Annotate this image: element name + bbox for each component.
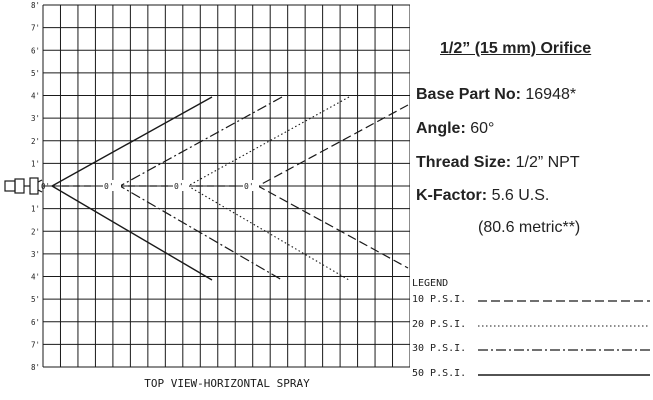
y-tick-label: 6' bbox=[31, 318, 40, 327]
legend-item-10-psi: 10 P.S.I. bbox=[412, 294, 653, 308]
y-tick-label: 0' bbox=[41, 182, 50, 191]
k-factor-metric: (80.6 metric**) bbox=[478, 219, 581, 236]
base-part-label: Base Part No: bbox=[416, 86, 521, 103]
legend-item-20-psi: 20 P.S.I. bbox=[412, 319, 653, 333]
zero-label-10-psi: 0' bbox=[244, 182, 254, 191]
k-factor-value: 5.6 U.S. bbox=[491, 187, 550, 204]
k-factor-row: K-Factor: 5.6 U.S. bbox=[416, 187, 549, 205]
spray-nozzle-icon bbox=[4, 177, 43, 195]
thread-size-row: Thread Size: 1/2” NPT bbox=[416, 154, 580, 172]
legend-label: 50 P.S.I. bbox=[412, 368, 467, 379]
y-tick-label: 8' bbox=[31, 1, 40, 10]
legend-swatch-dotted bbox=[478, 325, 650, 327]
legend-swatch-dashed bbox=[478, 300, 650, 302]
legend-title: LEGEND bbox=[412, 278, 449, 289]
angle-label: Angle: bbox=[416, 120, 466, 137]
y-tick-label: 7' bbox=[31, 340, 40, 349]
legend-label: 30 P.S.I. bbox=[412, 343, 467, 354]
spray-50-psi-line bbox=[50, 96, 213, 281]
y-tick-label: 3' bbox=[31, 250, 40, 259]
y-tick-label: 3' bbox=[31, 114, 40, 123]
spray-pattern-diagram: 8' 7' 6' 5' 4' 3' 2' 1' 0' 1' 2' 3' 4' 5' 6' 7' 8' 0' 0'… bbox=[4, 1, 410, 390]
y-tick-label: 1' bbox=[31, 205, 40, 214]
y-tick-label: 5' bbox=[31, 69, 40, 78]
base-part-row: Base Part No: 16948* bbox=[416, 86, 576, 104]
k-factor-label: K-Factor: bbox=[416, 187, 488, 204]
legend-swatch-solid bbox=[478, 374, 650, 376]
y-tick-label: 2' bbox=[31, 137, 40, 146]
y-tick-label: 4' bbox=[31, 273, 40, 282]
legend-item-50-psi: 50 P.S.I. bbox=[412, 368, 653, 382]
legend: LEGEND 10 P.S.I. 20 P.S.I. 30 P.S.I. 50 … bbox=[412, 278, 653, 379]
y-tick-label: 1' bbox=[31, 159, 40, 168]
thread-size-label: Thread Size: bbox=[416, 154, 512, 171]
diagram-caption: TOP VIEW-HORIZONTAL SPRAY bbox=[144, 377, 310, 390]
orifice-title: 1/2” (15 mm) Orifice bbox=[440, 40, 592, 57]
y-axis-tick-labels: 8' 7' 6' 5' 4' 3' 2' 1' 0' 1' 2' 3' 4' 5' 6' 7' 8' bbox=[31, 1, 50, 372]
y-tick-label: 8' bbox=[31, 363, 40, 372]
angle-row: Angle: 60° bbox=[416, 120, 494, 138]
legend-swatch-dash-dot bbox=[478, 349, 650, 351]
y-tick-label: 5' bbox=[31, 295, 40, 304]
zero-label-20-psi: 0' bbox=[174, 182, 184, 191]
angle-value: 60° bbox=[470, 120, 495, 137]
legend-label: 20 P.S.I. bbox=[412, 319, 467, 330]
y-tick-label: 6' bbox=[31, 46, 40, 55]
y-tick-label: 7' bbox=[31, 24, 40, 33]
spray-20-psi-line bbox=[186, 96, 350, 281]
legend-label: 10 P.S.I. bbox=[412, 294, 467, 305]
thread-size-value: 1/2” NPT bbox=[515, 154, 580, 171]
zero-label-30-psi: 0' bbox=[104, 182, 114, 191]
y-tick-label: 4' bbox=[31, 92, 40, 101]
y-tick-label: 2' bbox=[31, 227, 40, 236]
base-part-value: 16948* bbox=[525, 86, 577, 103]
legend-item-30-psi: 30 P.S.I. bbox=[412, 343, 653, 357]
grid bbox=[42, 4, 410, 368]
